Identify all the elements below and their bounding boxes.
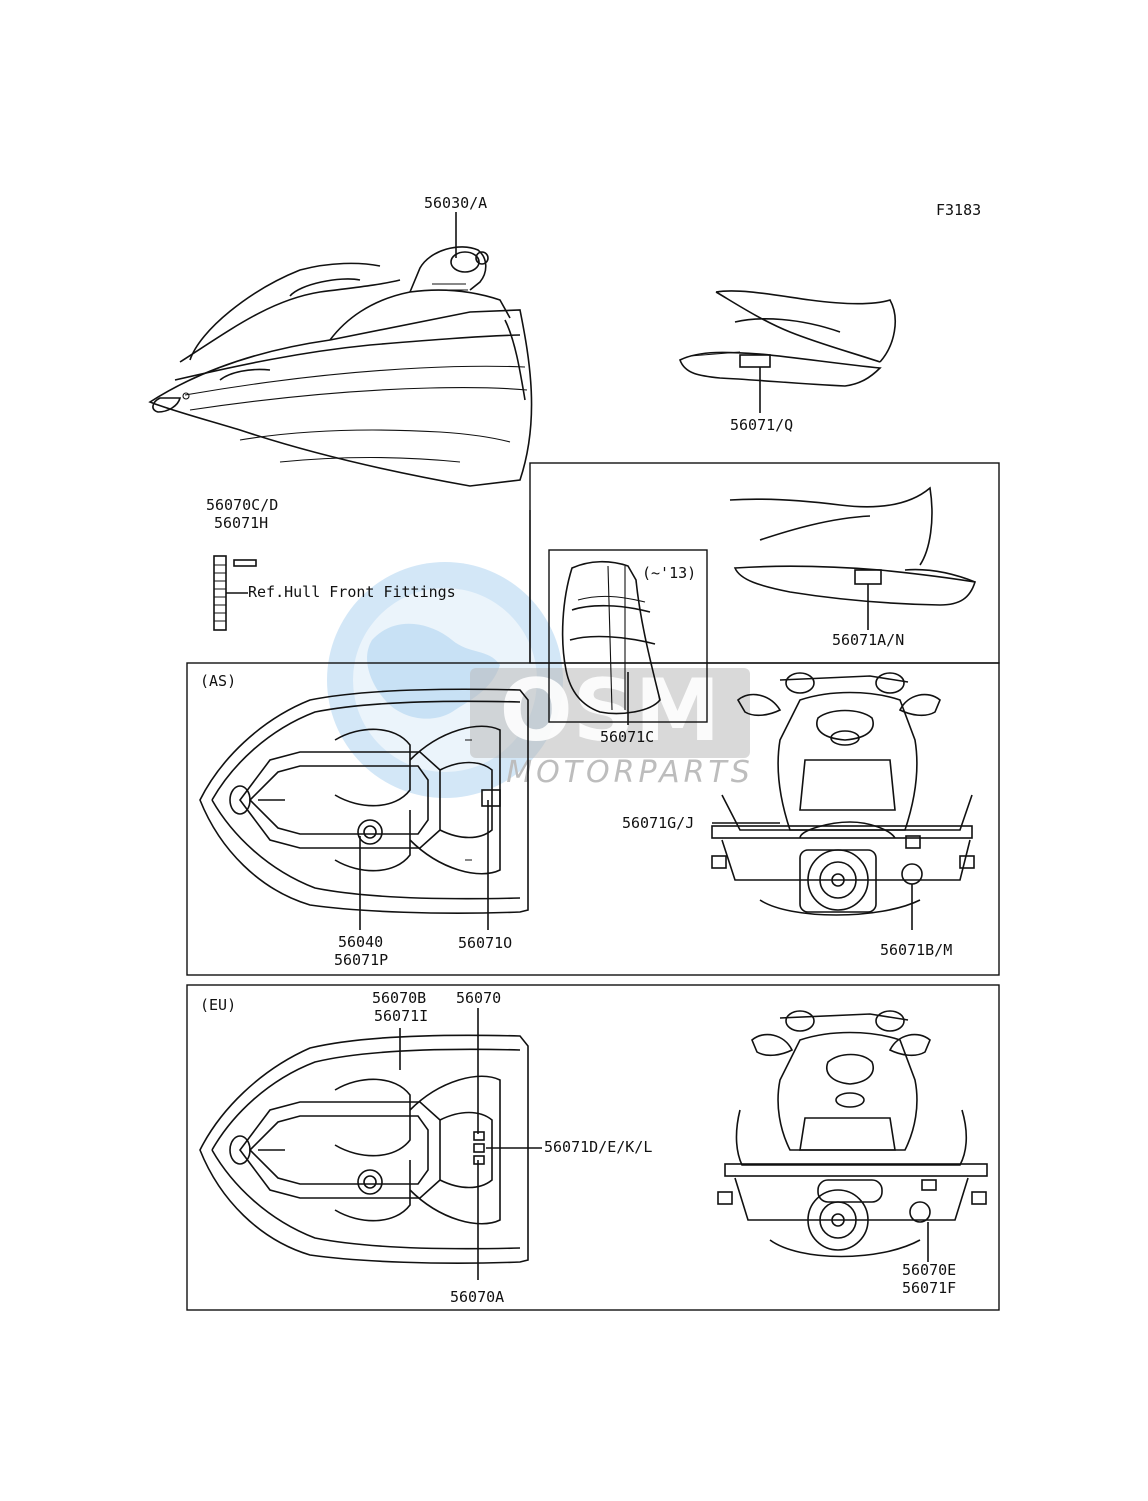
- label-56071BM: 56071B/M: [880, 941, 952, 959]
- label-56071Q: 56071/Q: [730, 416, 793, 434]
- decal-strip-icon: [233, 559, 257, 567]
- rear-view-as-drawing: [711, 672, 975, 916]
- label-56070E: 56070E: [902, 1261, 956, 1279]
- label-56071O: 56071O: [458, 934, 512, 952]
- label-ref-hull: Ref.Hull Front Fittings: [248, 583, 456, 601]
- label-56070A: 56070A: [450, 1288, 504, 1306]
- top-view-eu-drawing: [199, 1034, 529, 1264]
- rear-seat-drawing: [729, 486, 977, 606]
- label-56040: 56040: [338, 933, 383, 951]
- figure-id: F3183: [936, 201, 981, 219]
- label-56071GJ: 56071G/J: [622, 814, 694, 832]
- watermark-brand: OSM: [500, 661, 721, 761]
- label-56071F: 56071F: [902, 1279, 956, 1297]
- region-eu: (EU): [200, 996, 236, 1014]
- seat-detail-drawing: [679, 290, 896, 387]
- rear-view-eu-drawing: [717, 1010, 988, 1258]
- detail-box-upper: [529, 462, 1000, 664]
- region-box-as: [186, 662, 1000, 976]
- label-13: (~'13): [642, 564, 696, 582]
- label-56071H: 56071H: [214, 514, 268, 532]
- label-56070CD: 56070C/D: [206, 496, 278, 514]
- label-56071AN: 56071A/N: [832, 631, 904, 649]
- label-56071C: 56071C: [600, 728, 654, 746]
- label-56070B: 56070B: [372, 989, 426, 1007]
- region-as: (AS): [200, 672, 236, 690]
- hull-fitting-icon: [213, 555, 227, 631]
- label-56030A: 56030/A: [424, 194, 487, 212]
- jetski-bow-drawing: [148, 246, 533, 487]
- region-box-eu: [186, 984, 1000, 1311]
- top-view-as-drawing: [199, 688, 529, 914]
- label-56071I: 56071I: [374, 1007, 428, 1025]
- watermark: OSM MOTORPARTS: [327, 562, 754, 798]
- label-56071DEKL: 56071D/E/K/L: [544, 1138, 652, 1156]
- seat-strap-drawing: [561, 560, 661, 715]
- watermark-sub: MOTORPARTS: [506, 755, 754, 790]
- label-56071P: 56071P: [334, 951, 388, 969]
- label-56070: 56070: [456, 989, 501, 1007]
